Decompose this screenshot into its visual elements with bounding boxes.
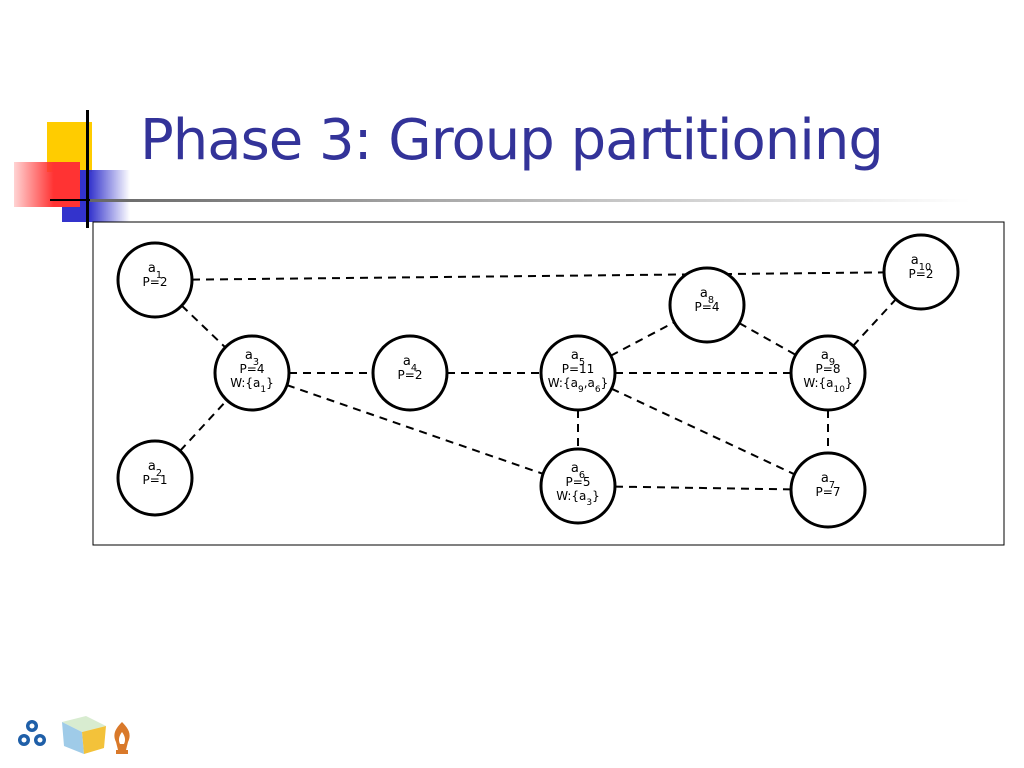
node-a2: a2P=1: [116, 439, 194, 517]
node-circle: [116, 241, 194, 319]
edge-a8-a9: [738, 322, 797, 356]
node-priority: P=4: [695, 300, 720, 314]
node-waitlist: W:{a10}: [803, 376, 852, 395]
node-circle: [539, 447, 617, 525]
node-a9: a9P=8W:{a10}: [789, 334, 867, 412]
node-label: a2: [148, 459, 162, 479]
node-a8: a8P=4: [668, 266, 746, 344]
node-circle: [539, 334, 617, 412]
node-circle: [116, 439, 194, 517]
node-a1: a1P=2: [116, 241, 194, 319]
edge-a6-a7: [614, 485, 792, 491]
flame-logo-icon: [114, 722, 130, 754]
edge-layer: [179, 271, 897, 491]
footer-logos: [18, 716, 130, 754]
node-a4: a4P=2: [371, 334, 449, 412]
edge-a1-a10: [191, 271, 885, 281]
node-layer: a1P=2a2P=1a3P=4W:{a1}a4P=2a5P=11W:{a9,a6…: [116, 233, 960, 529]
edge-a1-a3: [181, 304, 226, 349]
vertical-rule: [86, 110, 89, 228]
node-label: a3: [245, 348, 259, 368]
node-label: a7: [821, 471, 835, 491]
node-circle: [882, 233, 960, 311]
node-a7: a7P=7: [789, 451, 867, 529]
node-waitlist: W:{a1}: [230, 376, 274, 395]
trefoil-logo-icon: [18, 720, 46, 746]
node-a5: a5P=11W:{a9,a6}: [539, 334, 617, 412]
node-priority: P=4: [240, 362, 265, 376]
node-priority: P=11: [562, 362, 595, 376]
node-priority: P=2: [398, 368, 423, 382]
cube-logo-icon: [62, 716, 106, 754]
node-circle: [371, 334, 449, 412]
node-priority: P=5: [566, 475, 591, 489]
node-priority: P=1: [143, 473, 168, 487]
node-circle: [668, 266, 746, 344]
node-circle: [789, 334, 867, 412]
node-label: a8: [700, 286, 714, 306]
node-label: a5: [571, 348, 585, 368]
node-label: a9: [821, 348, 835, 368]
edge-a5-a8: [610, 321, 675, 357]
node-circle: [789, 451, 867, 529]
node-circle: [213, 334, 291, 412]
node-priority: P=7: [816, 485, 841, 499]
edge-a9-a10: [852, 298, 897, 347]
node-label: a4: [403, 354, 417, 374]
node-a6: a6P=5W:{a3}: [539, 447, 617, 525]
title-decoration: [0, 100, 140, 230]
node-waitlist: W:{a3}: [556, 489, 600, 508]
node-priority: P=8: [816, 362, 841, 376]
node-a3: a3P=4W:{a1}: [213, 334, 291, 412]
node-label: a6: [571, 461, 585, 481]
title-underline: [90, 199, 970, 202]
node-priority: P=2: [909, 267, 934, 281]
edge-a3-a6: [286, 384, 544, 475]
slide-title: Phase 3: Group partitioning: [140, 108, 884, 173]
node-label: a1: [148, 261, 162, 281]
node-waitlist: W:{a9,a6}: [548, 376, 608, 395]
edge-a5-a7: [611, 387, 795, 476]
edge-a2-a3: [179, 399, 228, 452]
node-label: a10: [911, 253, 931, 273]
node-priority: P=2: [143, 275, 168, 289]
